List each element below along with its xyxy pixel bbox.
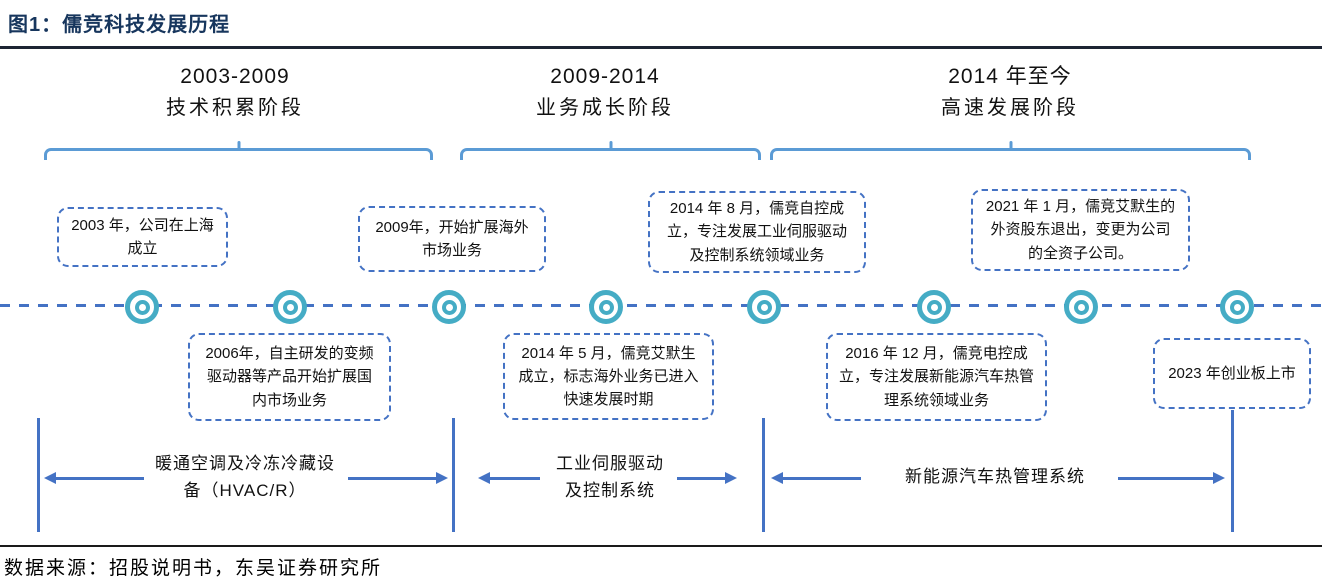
marker-core [282,299,298,315]
segment-label-line: 及控制系统 [565,481,655,500]
timeline-marker [1064,290,1098,324]
segment-arrow-right [1118,472,1225,484]
timeline-marker [747,290,781,324]
timeline-marker [273,290,307,324]
segment-arrow-right [348,472,448,484]
bracket-tick [1009,141,1012,149]
segment-divider [37,418,40,532]
phase-bracket-3 [770,141,1251,160]
event-box-2014-08: 2014 年 8 月，儒竞自控成立，专注发展工业伺服驱动及控制系统领域业务 [648,191,866,273]
event-box-2003: 2003 年，公司在上海成立 [57,207,228,267]
segment-arrow-right [677,472,737,484]
bottom-rule [0,545,1322,547]
phase-group-2: 2009-2014 业务成长阶段 [455,62,755,124]
segment-divider [762,418,765,532]
phase-bracket-1 [44,141,433,160]
segment-label-line: 备（HVAC/R） [183,481,307,500]
timeline-marker [1220,290,1254,324]
phase-name: 技术积累阶段 [166,97,304,119]
event-box-2016-12: 2016 年 12 月，儒竞电控成立，专注发展新能源汽车热管理系统领域业务 [826,333,1047,421]
bracket-tick [609,141,612,149]
phase-group-3: 2014 年至今 高速发展阶段 [860,62,1160,124]
marker-core [441,299,457,315]
phase-bracket-2 [460,141,761,160]
segment-arrow-left [44,472,144,484]
timeline-marker [125,290,159,324]
segment-label-line: 暖通空调及冷冻冷藏设 [155,454,335,473]
phase-years: 2014 年至今 [948,65,1072,88]
segment-label-nev: 新能源汽车热管理系统 [830,463,1160,490]
segment-arrow-left [478,472,540,484]
timeline-marker [917,290,951,324]
segment-label-hvac: 暖通空调及冷冻冷藏设 备（HVAC/R） [115,450,375,504]
segment-label-line: 新能源汽车热管理系统 [905,467,1085,486]
marker-core [134,299,150,315]
marker-core [1229,299,1245,315]
event-box-2021-01: 2021 年 1 月，儒竞艾默生的外资股东退出，变更为公司的全资子公司。 [971,189,1190,271]
timeline-axis [0,304,1322,307]
phase-name: 业务成长阶段 [536,97,674,119]
phase-group-1: 2003-2009 技术积累阶段 [85,62,385,124]
top-rule [0,46,1322,49]
segment-label-servo: 工业伺服驱动 及控制系统 [500,450,720,504]
timeline-marker [432,290,466,324]
marker-core [1073,299,1089,315]
segment-label-line: 工业伺服驱动 [556,454,664,473]
segment-divider [452,418,455,532]
phase-name: 高速发展阶段 [941,97,1079,119]
marker-core [756,299,772,315]
bracket-tick [237,141,240,149]
figure-title: 图1：儒竞科技发展历程 [8,14,231,36]
event-box-2014-05: 2014 年 5 月，儒竞艾默生成立，标志海外业务已进入快速发展时期 [503,333,714,420]
marker-core [598,299,614,315]
phase-years: 2009-2014 [550,65,660,88]
source-note: 数据来源：招股说明书，东吴证券研究所 [4,558,383,579]
event-box-2009: 2009年，开始扩展海外市场业务 [358,206,546,272]
timeline-marker [589,290,623,324]
segment-divider [1231,410,1234,532]
event-box-2023: 2023 年创业板上市 [1153,338,1311,409]
marker-core [926,299,942,315]
phase-years: 2003-2009 [180,65,290,88]
segment-arrow-left [771,472,861,484]
event-box-2006: 2006年，自主研发的变频驱动器等产品开始扩展国内市场业务 [188,333,391,421]
